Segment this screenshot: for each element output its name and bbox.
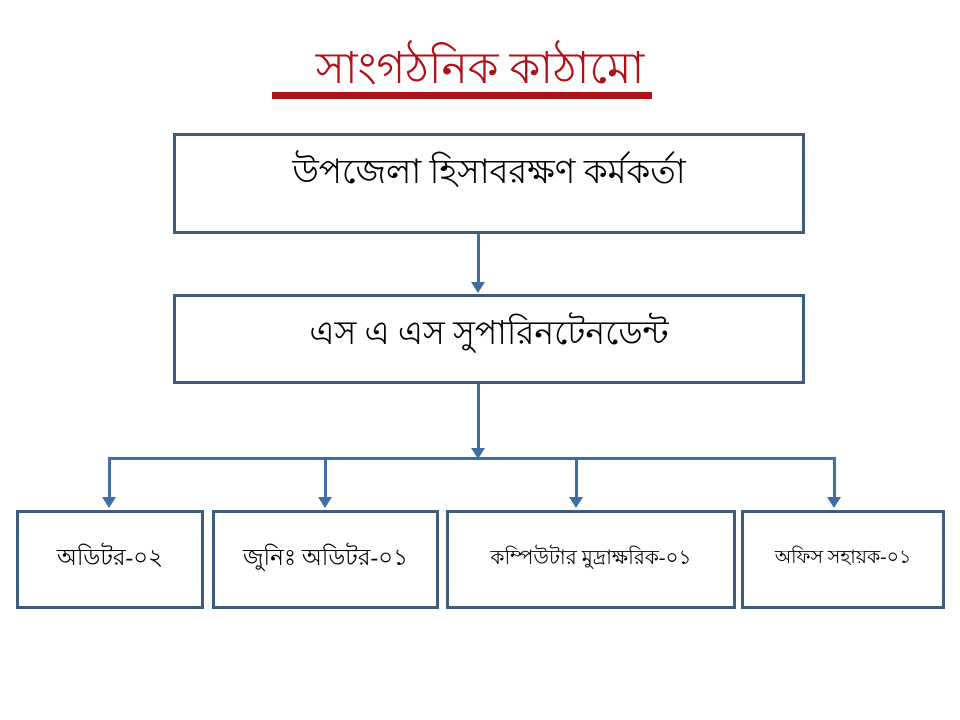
node-sas-superintendent[interactable]: এস এ এস সুপারিনটেনডেন্ট	[173, 294, 805, 384]
connector-bus-to-office-assistant	[833, 457, 836, 499]
chart-title-text: সাংগঠনিক কাঠামো	[315, 44, 645, 93]
node-auditor[interactable]: অডিটর-০২	[16, 510, 204, 609]
node-label: জুনিঃ অডিটর-০১	[242, 545, 409, 570]
node-computer-typist[interactable]: কম্পিউটার মুদ্রাক্ষরিক-০১	[446, 510, 736, 609]
node-label: এস এ এস সুপারিনটেনডেন্ট	[309, 316, 669, 352]
arrowhead-down-icon	[471, 448, 485, 459]
node-label: কম্পিউটার মুদ্রাক্ষরিক-০১	[490, 547, 692, 569]
arrowhead-down-icon	[471, 282, 485, 293]
connector-officer-to-superintendent	[477, 234, 480, 284]
chart-title-underline	[272, 92, 652, 99]
arrowhead-down-icon	[827, 497, 841, 508]
node-office-assistant[interactable]: অফিস সহায়ক-০১	[741, 510, 945, 609]
node-upazila-accounts-officer[interactable]: উপজেলা হিসাবরক্ষণ কর্মকর্তা	[173, 133, 805, 234]
connector-superintendent-to-bus	[477, 384, 480, 450]
node-junior-auditor[interactable]: জুনিঃ অডিটর-০১	[212, 510, 439, 609]
connector-horizontal-bus	[108, 457, 836, 460]
arrowhead-down-icon	[102, 497, 116, 508]
arrowhead-down-icon	[318, 497, 332, 508]
connector-bus-to-computer-typist	[575, 457, 578, 499]
chart-title: সাংগঠনিক কাঠামো	[0, 44, 960, 94]
arrowhead-down-icon	[569, 497, 583, 508]
connector-bus-to-auditor	[108, 457, 111, 499]
node-label: উপজেলা হিসাবরক্ষণ কর্মকর্তা	[292, 154, 686, 191]
node-label: অফিস সহায়ক-০১	[774, 547, 912, 568]
node-label: অডিটর-০২	[56, 545, 164, 570]
connector-bus-to-junior-auditor	[324, 457, 327, 499]
